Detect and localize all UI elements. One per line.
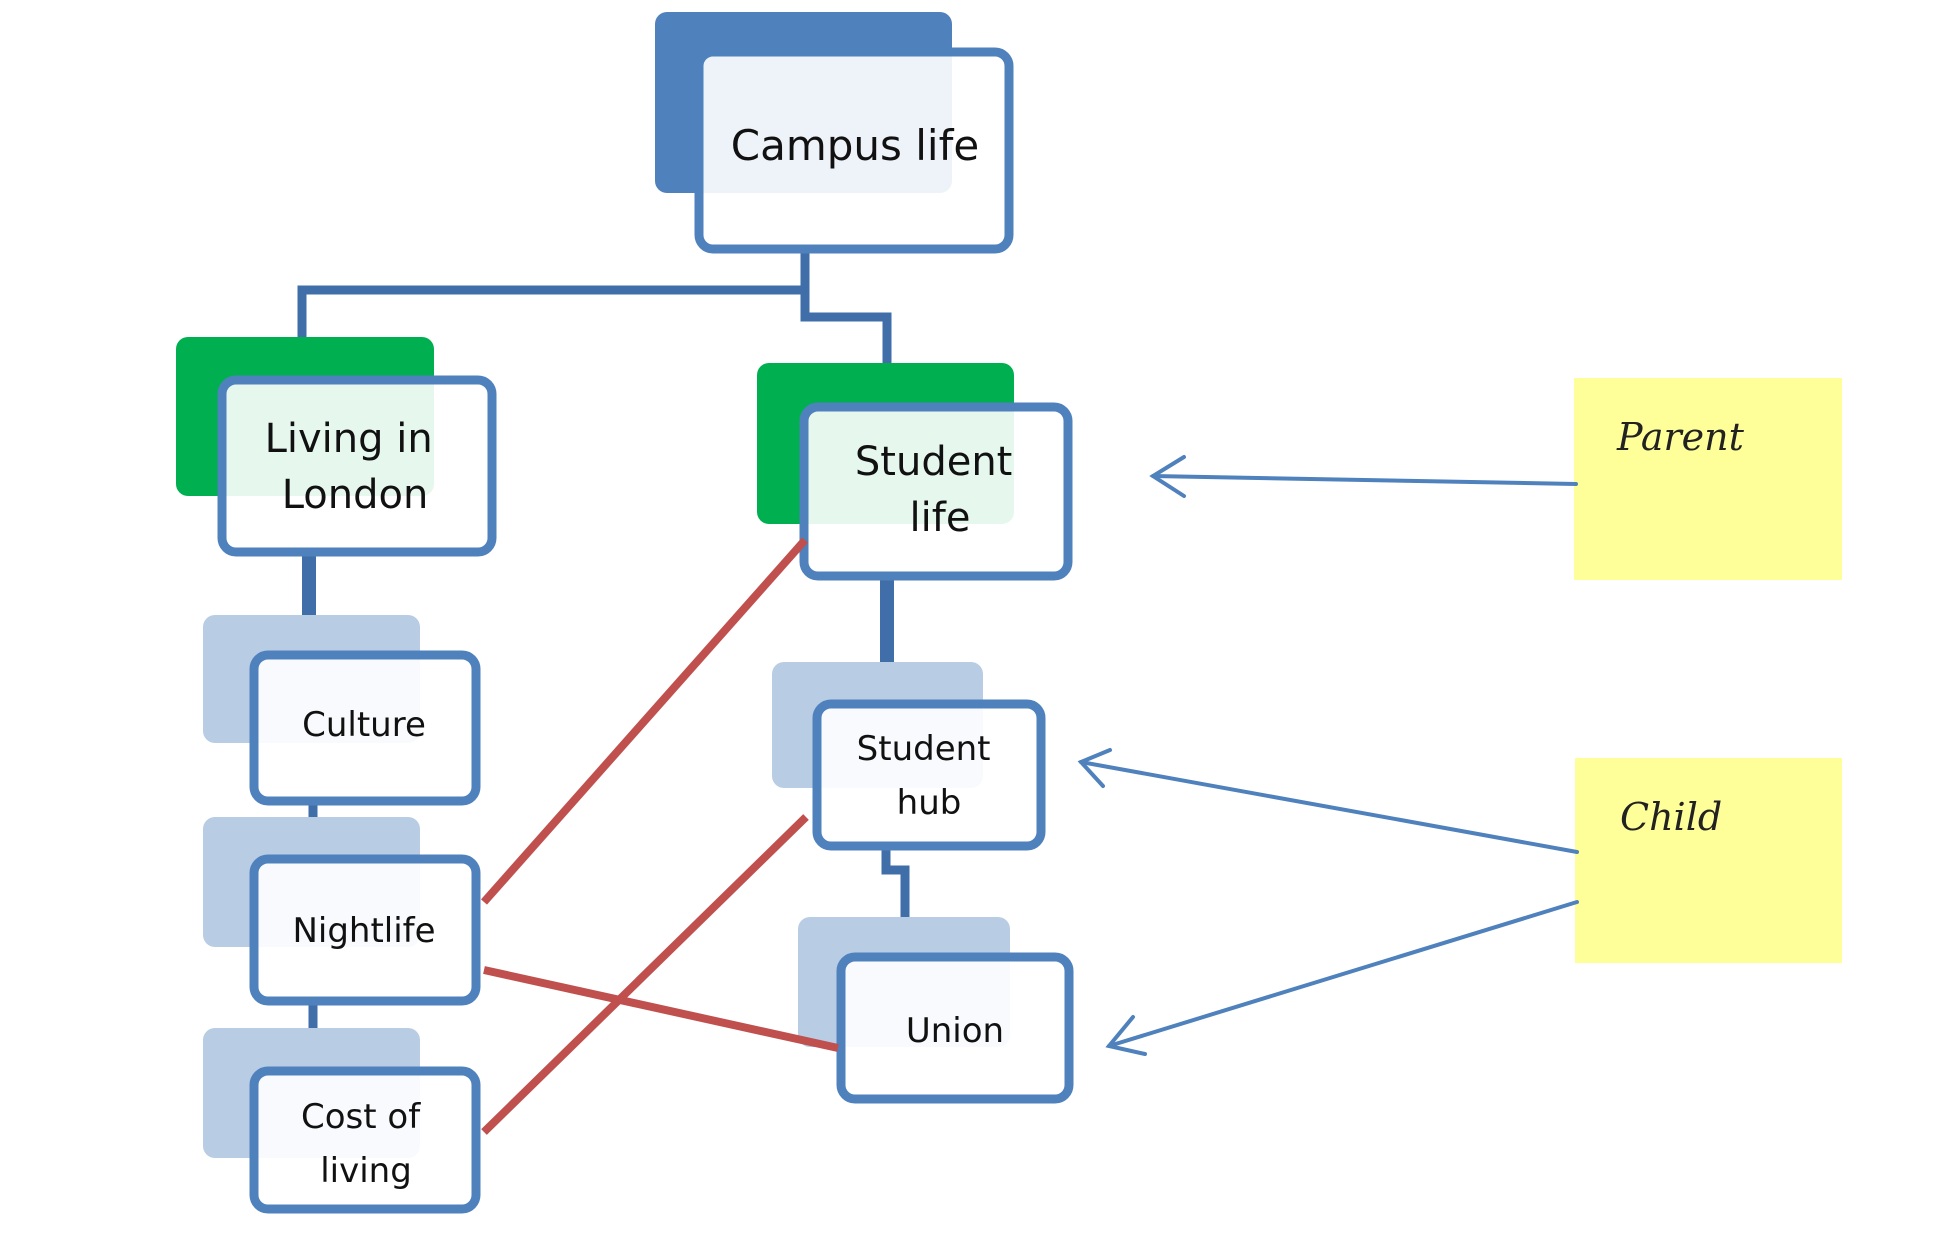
node-label-student-hub: Student hub	[857, 729, 1002, 823]
node-campus-life[interactable]: Campus life	[655, 12, 1014, 254]
node-box-cost-of-living	[249, 1066, 481, 1214]
cross-link-nightlife-student-life[interactable]	[481, 537, 808, 905]
node-label-cost-of-living: Cost of living	[301, 1097, 431, 1191]
arrow-parent-to-student-life	[1149, 455, 1578, 498]
connector-root-to-living-in-london	[297, 253, 810, 337]
note-child-label: Child	[1620, 795, 1722, 839]
connector-hub-to-union	[881, 850, 910, 917]
note-child-box	[1575, 758, 1842, 963]
node-label-campus-life: Campus life	[731, 121, 979, 170]
node-box-student-life	[799, 402, 1073, 581]
node-box-nightlife	[249, 854, 481, 1006]
arrowhead-icon	[1077, 748, 1112, 788]
note-parent[interactable]: Parent	[1574, 378, 1842, 580]
node-union[interactable]: Union	[798, 917, 1074, 1104]
arrow-child-to-union	[1105, 900, 1579, 1056]
note-parent-label: Parent	[1616, 415, 1745, 459]
node-label-student-life: Student life	[855, 439, 1025, 541]
node-box-student-hub	[812, 699, 1046, 851]
node-nightlife[interactable]: Nightlife	[203, 817, 481, 1006]
tree-connectors	[297, 253, 910, 1028]
node-student-hub[interactable]: Student hub	[772, 662, 1046, 851]
node-box-living-in-london	[217, 375, 497, 557]
cross-link-nightlife-union[interactable]	[483, 966, 839, 1052]
node-label-living-in-london: Living in London	[265, 416, 446, 518]
note-arrows	[1077, 455, 1579, 1056]
arrow-child-to-student-hub	[1077, 748, 1579, 854]
cross-link-cost-of-living-student-hub[interactable]	[481, 814, 809, 1135]
note-child[interactable]: Child	[1575, 758, 1842, 963]
connector-root-to-student-life	[800, 253, 892, 363]
node-culture[interactable]: Culture	[203, 615, 481, 806]
node-box-campus-life	[694, 47, 1014, 254]
arrowhead-icon	[1105, 1015, 1147, 1056]
node-label-union: Union	[906, 1011, 1004, 1051]
note-parent-box	[1574, 378, 1842, 580]
node-label-nightlife: Nightlife	[292, 911, 435, 951]
node-box-union	[836, 952, 1074, 1104]
node-cost-of-living[interactable]: Cost of living	[203, 1028, 481, 1214]
node-student-life[interactable]: Student life	[757, 363, 1073, 581]
arrowhead-icon	[1149, 455, 1186, 498]
node-living-in-london[interactable]: Living in London	[176, 337, 497, 557]
node-label-culture: Culture	[302, 705, 426, 745]
node-box-culture	[249, 650, 481, 806]
cross-links	[481, 537, 839, 1135]
